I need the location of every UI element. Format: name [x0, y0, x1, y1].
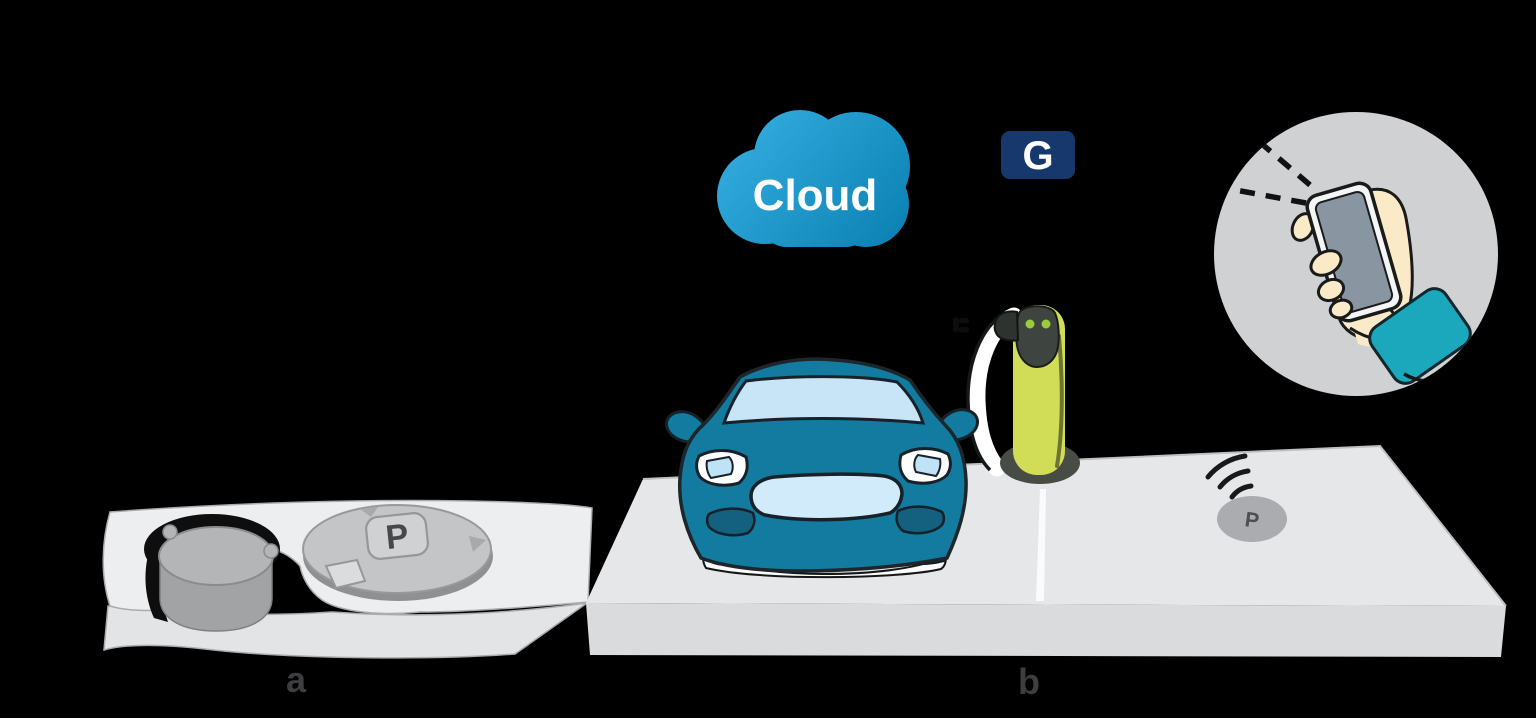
- panel-b: P Cloud G: [586, 110, 1507, 702]
- car-underbody-highlight: [701, 555, 948, 579]
- ground-sensor-letter: P: [1243, 508, 1260, 533]
- car-foglight-right: [895, 505, 946, 535]
- plug-handle: [993, 310, 1020, 342]
- smartphone-in-hand-icon: [1214, 112, 1498, 396]
- disc-plate: [365, 512, 429, 560]
- signal-dashes-icon: [1229, 141, 1312, 206]
- panel-b-label: b: [1018, 661, 1040, 702]
- panel-a: P a: [102, 499, 593, 700]
- sensor-lug-right: [263, 543, 279, 559]
- car-windshield: [721, 375, 926, 425]
- connector-icon: [953, 317, 969, 333]
- parking-lot-front-face: [586, 603, 1506, 657]
- station-head: [1015, 305, 1060, 369]
- car-foglight-left: [705, 507, 756, 537]
- buried-sensor-cutaway-icon: [144, 514, 280, 632]
- finger-2: [1316, 277, 1346, 303]
- station-led-left: [1025, 319, 1035, 329]
- station-led-right: [1041, 319, 1051, 329]
- ground-sensor-icon: P: [1205, 453, 1287, 542]
- sensor-cap-icon: P: [302, 504, 493, 601]
- disc-notch-top: [360, 507, 378, 517]
- cloud-label: Cloud: [753, 171, 878, 220]
- disc-cap-letter: P: [384, 517, 411, 557]
- finger-1: [1309, 249, 1343, 277]
- disc-tab: [324, 558, 367, 590]
- cloud-icon: Cloud: [717, 110, 910, 247]
- sleeve: [1368, 287, 1472, 385]
- parking-space-divider: [1036, 489, 1046, 601]
- car-headlight-right-inner: [913, 453, 942, 478]
- sensor-lug-left: [162, 524, 178, 540]
- gateway-badge: G: [1001, 131, 1075, 179]
- gateway-label: G: [1022, 134, 1053, 178]
- car-grille: [749, 472, 904, 522]
- car-headlight-left-inner: [705, 455, 734, 480]
- disc-notch-right: [469, 536, 486, 552]
- charging-station-icon: [953, 305, 1080, 484]
- cable-outline: [966, 311, 1006, 472]
- electric-car-icon: [664, 357, 980, 579]
- panel-a-label: a: [286, 659, 307, 700]
- finger-3: [1328, 298, 1354, 320]
- station-edge-shade: [1055, 334, 1064, 468]
- gateway-box: [1001, 131, 1075, 179]
- ground-sensor-disc: [1217, 496, 1287, 542]
- radio-waves-icon: [1205, 453, 1254, 500]
